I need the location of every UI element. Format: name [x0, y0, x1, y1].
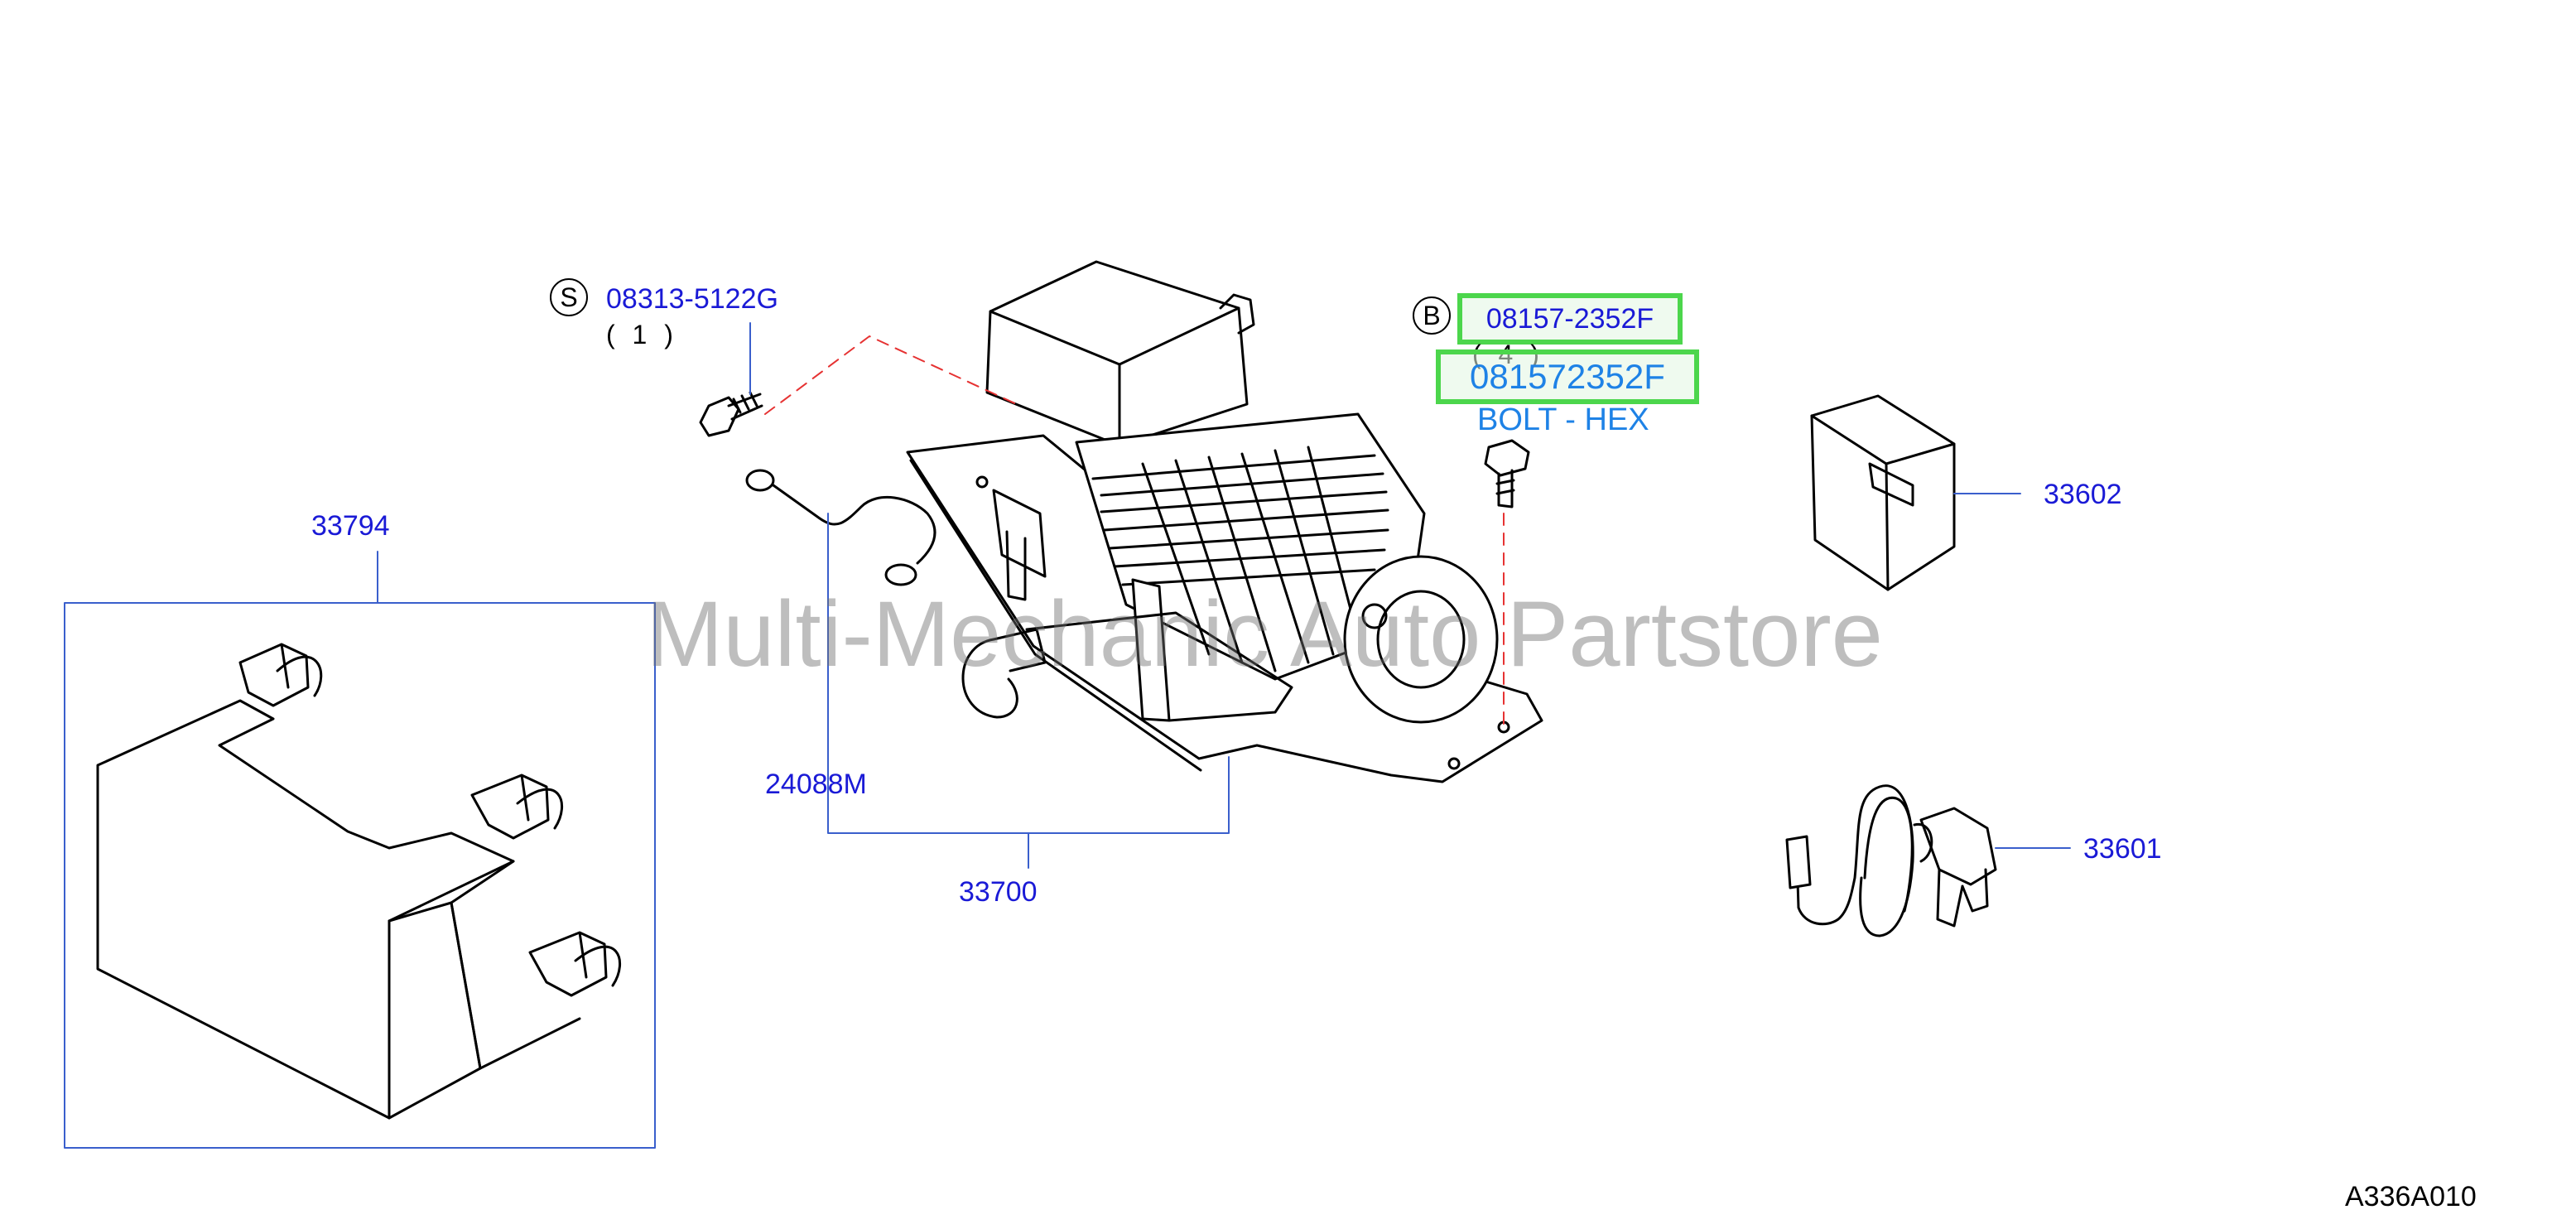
part-number-33601[interactable]: 33601 [2083, 833, 2162, 865]
highlight-box-081572352F[interactable]: 081572352F [1436, 349, 1699, 404]
watermark-text: Multi-Mechanic Auto Partstore [646, 582, 1883, 686]
symbol-b-marker: B [1413, 296, 1451, 335]
part-description-bolt-hex: BOLT - HEX [1477, 402, 1649, 437]
diagram-reference-code: A336A010 [2345, 1181, 2477, 1212]
part-number-24088M[interactable]: 24088M [765, 769, 867, 800]
part-number-33700[interactable]: 33700 [959, 876, 1038, 908]
cover-panel-illustration [96, 643, 621, 1120]
part-number-08157-2352F[interactable]: 08157-2352F [1485, 302, 1654, 335]
part-number-33794[interactable]: 33794 [311, 510, 390, 542]
winch-33700-illustration [906, 260, 1543, 783]
part-number-08313-5122G[interactable]: 08313-5122G [606, 283, 778, 315]
bolt-08157-illustration [1484, 439, 1530, 508]
leader-lines [377, 322, 2071, 869]
symbol-s-marker: S [550, 278, 588, 316]
remote-cable-33601-illustration [1785, 784, 1997, 937]
alt-part-number-081572352F[interactable]: 081572352F [1470, 357, 1665, 396]
highlight-box-08157-2352F[interactable]: 08157-2352F [1457, 293, 1683, 345]
dashed-installation-leaders [764, 335, 1505, 728]
bolt-08313-illustration [699, 391, 763, 437]
cable-24088M-illustration [745, 469, 937, 586]
kit-bounding-frame [64, 602, 656, 1149]
quantity-08313: ( 1 ) [606, 320, 678, 349]
part-number-33602[interactable]: 33602 [2044, 479, 2122, 510]
control-box-33602-illustration [1810, 394, 1956, 591]
